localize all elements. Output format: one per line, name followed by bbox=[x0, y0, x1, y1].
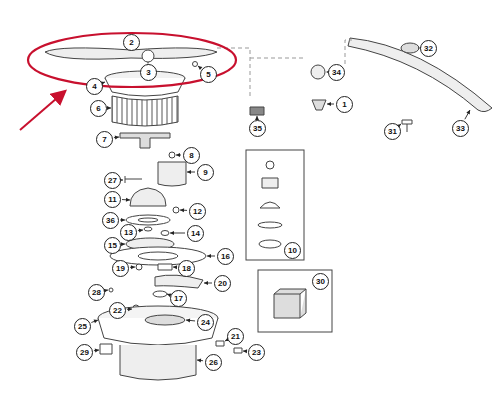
leader-line bbox=[465, 110, 470, 119]
leader-arrowhead bbox=[186, 318, 190, 322]
leader-arrowhead bbox=[180, 208, 184, 212]
callout-number: 19 bbox=[112, 260, 129, 277]
leader-arrowhead bbox=[204, 281, 208, 285]
leader-arrowhead bbox=[327, 102, 331, 106]
callout-number: 1 bbox=[336, 96, 353, 113]
leader-line bbox=[418, 48, 419, 49]
leader-arrowhead bbox=[187, 170, 191, 174]
callout-number: 29 bbox=[76, 344, 93, 361]
leader-arrowhead bbox=[95, 349, 99, 353]
callout-number: 22 bbox=[109, 302, 126, 319]
callout-number: 23 bbox=[248, 344, 265, 361]
callout-number: 14 bbox=[187, 225, 204, 242]
callout-number: 17 bbox=[170, 290, 187, 307]
callout-number: 2 bbox=[123, 34, 140, 51]
callout-number: 13 bbox=[120, 224, 137, 241]
callout-number: 35 bbox=[249, 120, 266, 137]
callout-number: 21 bbox=[227, 328, 244, 345]
callout-number: 26 bbox=[205, 354, 222, 371]
callout-number: 20 bbox=[214, 275, 231, 292]
callout-number: 25 bbox=[74, 318, 91, 335]
leader-line bbox=[148, 62, 149, 63]
callout-number: 3 bbox=[140, 64, 157, 81]
leader-arrowhead bbox=[128, 307, 132, 311]
leader-arrowhead bbox=[107, 106, 111, 110]
callout-number: 33 bbox=[452, 120, 469, 137]
callout-number: 15 bbox=[104, 237, 121, 254]
callout-number: 34 bbox=[328, 64, 345, 81]
callout-number: 11 bbox=[104, 191, 121, 208]
leader-arrowhead bbox=[466, 110, 470, 114]
callout-number: 4 bbox=[86, 78, 103, 95]
leader-arrowhead bbox=[243, 349, 247, 353]
leader-arrowhead bbox=[197, 359, 201, 363]
callout-number: 10 bbox=[284, 242, 301, 259]
callout-number: 18 bbox=[178, 260, 195, 277]
callout-number: 16 bbox=[217, 248, 234, 265]
callout-number: 6 bbox=[90, 100, 107, 117]
callout-number: 5 bbox=[200, 66, 217, 83]
callout-number: 7 bbox=[96, 131, 113, 148]
leader-arrowhead bbox=[94, 320, 98, 324]
leader-arrowhead bbox=[121, 218, 125, 222]
callout-number: 27 bbox=[104, 172, 121, 189]
leader-line bbox=[91, 320, 98, 322]
leader-arrowhead bbox=[121, 242, 125, 246]
callout-number: 30 bbox=[312, 273, 329, 290]
callout-number: 24 bbox=[197, 314, 214, 331]
callout-number: 12 bbox=[189, 203, 206, 220]
leader-arrowhead bbox=[207, 254, 211, 258]
callout-number: 9 bbox=[197, 164, 214, 181]
leader-arrowhead bbox=[126, 198, 130, 202]
callout-number: 36 bbox=[102, 212, 119, 229]
callout-number: 28 bbox=[88, 284, 105, 301]
leader-arrowhead bbox=[173, 265, 177, 269]
leader-arrowhead bbox=[139, 229, 143, 233]
leader-arrowhead bbox=[131, 265, 135, 269]
leader-arrowhead bbox=[170, 231, 174, 235]
callout-number: 31 bbox=[384, 123, 401, 140]
leader-arrowhead bbox=[176, 153, 180, 157]
callout-number: 8 bbox=[183, 147, 200, 164]
leader-arrowhead bbox=[115, 136, 119, 140]
callout-number: 32 bbox=[420, 40, 437, 57]
